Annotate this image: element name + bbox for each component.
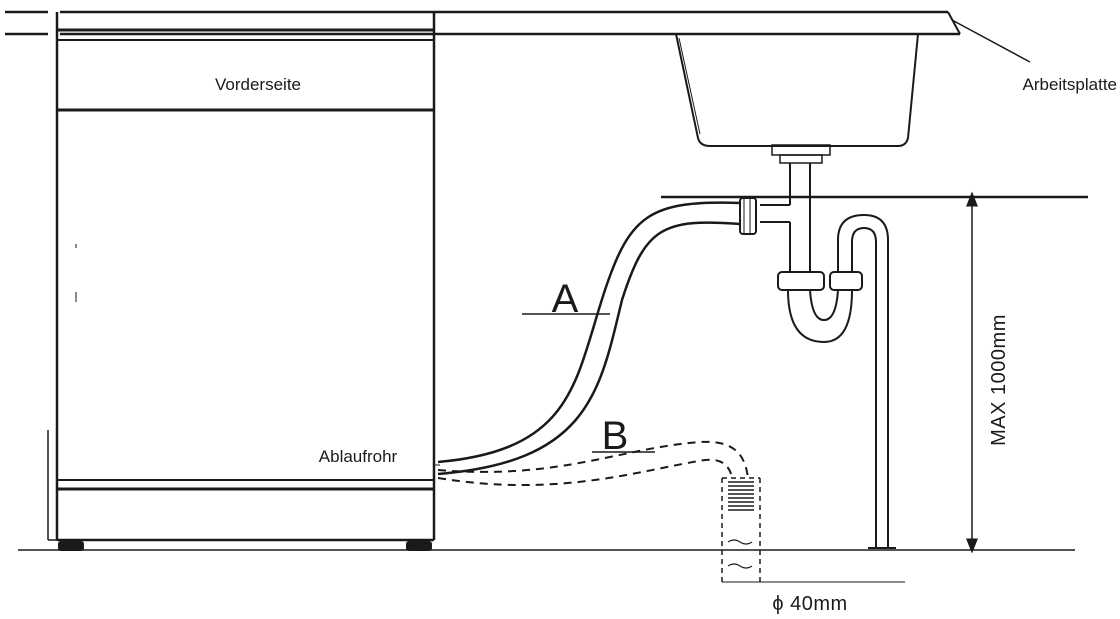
sink-basin bbox=[675, 33, 919, 164]
standpipe bbox=[721, 477, 761, 582]
option-b-label: B bbox=[602, 414, 629, 458]
dishwasher bbox=[47, 12, 440, 542]
diameter-label: ϕ 40mm bbox=[772, 593, 847, 614]
drain-hose-label: Ablaufrohr bbox=[319, 447, 398, 466]
standpipe-water bbox=[727, 539, 753, 569]
countertop-label: Arbeitsplatte bbox=[1023, 75, 1118, 94]
drain-hose-a bbox=[437, 201, 741, 476]
siphon-trap bbox=[739, 163, 896, 549]
standpipe-grating bbox=[728, 481, 754, 511]
countertop bbox=[5, 10, 1031, 63]
option-a-label: A bbox=[552, 277, 579, 321]
drain-hose-b bbox=[437, 440, 749, 487]
dishwasher-feet bbox=[58, 541, 432, 551]
max-height-label: MAX 1000mm bbox=[988, 314, 1010, 446]
front-label: Vorderseite bbox=[215, 75, 301, 94]
countertop-leader-line bbox=[951, 19, 1031, 63]
